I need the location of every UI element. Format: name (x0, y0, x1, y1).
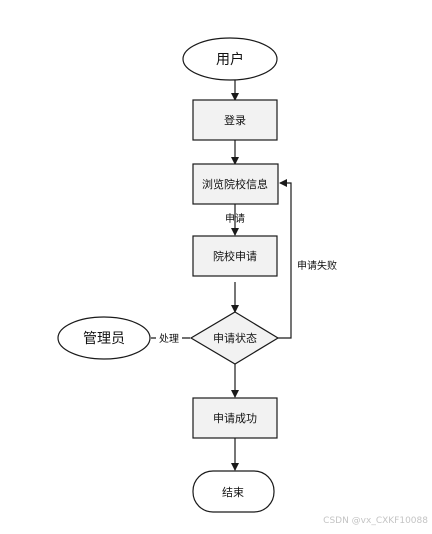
node-end-terminal (192, 470, 275, 513)
node-status-diamond (189, 311, 280, 365)
edge-status-back-to-browse (278, 179, 292, 339)
node-login-box (192, 99, 278, 141)
node-apply-label: 院校申请 (213, 249, 257, 263)
edge-label-process: 处理 (159, 333, 179, 345)
node-login-label: 登录 (224, 113, 246, 127)
edge-label-failed: 申请失败 (297, 259, 337, 272)
node-success-box (192, 397, 278, 439)
edge-label-process-bg (156, 331, 182, 345)
node-end-label: 结束 (222, 486, 244, 499)
node-browse-box (192, 163, 279, 205)
edge-label-apply: 申请 (225, 212, 245, 225)
node-admin-label: 管理员 (83, 331, 125, 347)
node-success-label: 申请成功 (213, 412, 257, 425)
node-admin-ellipse (57, 316, 151, 360)
node-user-label: 用户 (216, 51, 244, 68)
node-apply-box (192, 235, 278, 277)
watermark-text: CSDN @vx_CXKF10088 (323, 516, 428, 526)
node-status-label: 申请状态 (213, 331, 257, 345)
node-browse-label: 浏览院校信息 (202, 177, 268, 191)
node-user-ellipse (182, 37, 278, 81)
